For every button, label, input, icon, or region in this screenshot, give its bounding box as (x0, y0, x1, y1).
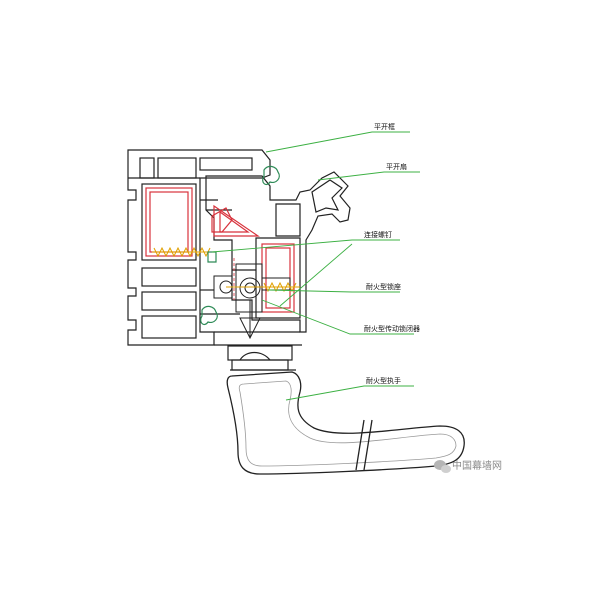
watermark: 中国幕墙网 (434, 459, 502, 473)
label-sash: 平开扇 (386, 162, 407, 171)
leader-handle (285, 385, 414, 401)
connection-screw (152, 246, 214, 258)
leader-frame (265, 131, 410, 153)
leader-screw (211, 239, 400, 253)
leader-sash (317, 171, 420, 181)
label-lock: 耐火型传动锁闭器 (364, 324, 420, 333)
label-screw: 连接螺钉 (364, 230, 392, 239)
sash-reinforcement (211, 204, 295, 313)
wechat-icon (434, 460, 451, 473)
frame-profile (127, 149, 302, 346)
label-lock-seat: 耐火型锁座 (366, 282, 401, 291)
label-frame: 平开框 (374, 122, 395, 131)
leader-lock-seat (267, 289, 400, 293)
leader-lock (261, 299, 414, 335)
frame-reinforcement (145, 187, 193, 257)
gaskets (200, 165, 280, 326)
handle (226, 371, 465, 475)
leader-lines (211, 131, 420, 401)
watermark-text: 中国幕墙网 (452, 459, 502, 472)
lock-screw (226, 281, 300, 293)
handle-base (227, 345, 296, 371)
label-handle: 耐火型执手 (366, 376, 401, 385)
